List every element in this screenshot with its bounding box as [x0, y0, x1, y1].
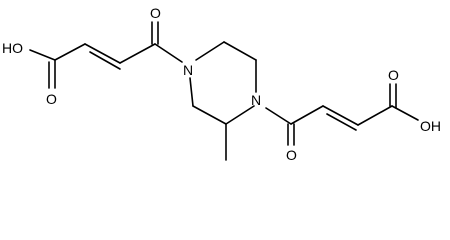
bond-left-alkene-1: [84, 43, 121, 64]
atom-o-right-amide: O: [286, 147, 297, 163]
bond-right-amide-alkene: [290, 105, 324, 125]
bond-ring-top: [223, 41, 257, 61]
bond-ring-nleft-top: [195, 41, 225, 61]
atom-n-left: N: [183, 62, 193, 78]
atom-o-left-acid: O: [46, 91, 57, 107]
molecule-diagram: HO O O N N O O OH: [2, 5, 441, 163]
bond-right-cooh-oh: [391, 105, 419, 121]
atom-oh-left: HO: [2, 40, 23, 56]
bond-ring-nright-ch: [225, 105, 255, 125]
bond-right-alkene-2: [326, 113, 357, 131]
bond-ring-ch-bottom: [192, 105, 227, 125]
bond-left-amide-n: [154, 43, 183, 63]
bond-left-alkene-2: [89, 51, 121, 70]
atom-o-right-acid: O: [388, 67, 399, 83]
bond-left-alkene-amide: [119, 43, 156, 64]
atom-n-right: N: [251, 92, 261, 108]
bond-ring-bottom-nleft: [189, 77, 194, 107]
bond-left-c-alkene: [54, 43, 86, 61]
bond-left-cooh-oh: [29, 49, 56, 61]
structure-svg: HO O O N N O O OH: [2, 5, 441, 163]
bond-right-alkene-cooh: [357, 105, 393, 126]
bond-right-n-amide: [265, 107, 292, 125]
atom-o-left-amide: O: [150, 5, 161, 21]
atom-oh-right: OH: [420, 118, 441, 134]
bond-right-alkene-1: [322, 105, 359, 126]
